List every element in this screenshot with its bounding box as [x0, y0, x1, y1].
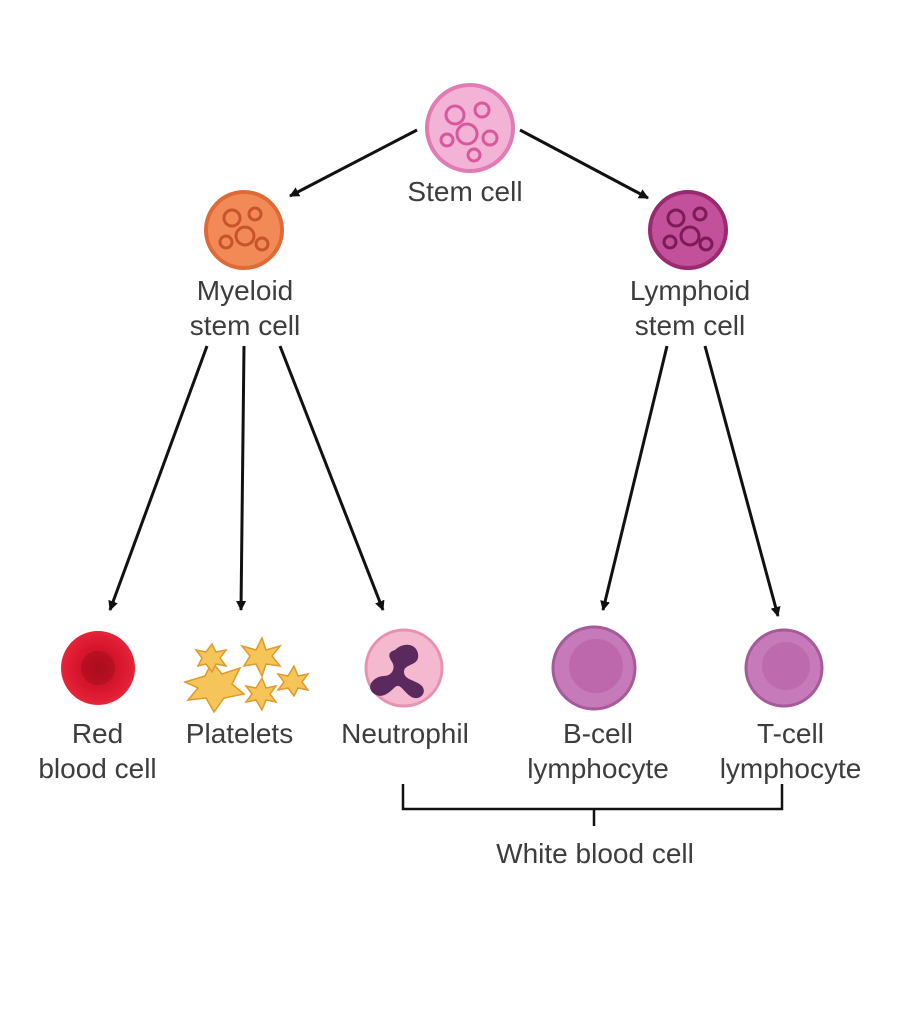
white-blood-cell-label: White blood cell: [496, 838, 694, 869]
lymphoid-stem-cell-icon: [648, 190, 728, 270]
arrow-stem-to-lymphoid: [519, 128, 649, 200]
white-blood-cell-bracket: [401, 784, 784, 826]
neutrophil-icon: [364, 628, 444, 708]
arrow-myeloid-to-neutrophil: [278, 345, 385, 611]
arrow-myeloid-to-rbc: [108, 345, 209, 611]
platelets-icon: [182, 636, 310, 714]
t-cell-lymphocyte-icon: [744, 628, 824, 708]
myeloid-stem-cell-label: Myeloid stem cell: [189, 275, 301, 341]
b-cell-lymphocyte-label: B-cell lymphocyte: [527, 718, 669, 784]
lymphoid-stem-cell-label: Lymphoid stem cell: [629, 275, 751, 341]
arrow-lymphoid-to-bcell: [600, 345, 669, 611]
arrow-lymphoid-to-tcell: [703, 345, 781, 617]
stem-cell-label: Stem cell: [407, 176, 523, 207]
neutrophil-label: Neutrophil: [341, 718, 469, 749]
b-cell-lymphocyte-icon: [551, 625, 637, 711]
red-blood-cell-label: Red blood cell: [38, 718, 157, 784]
platelets-label: Platelets: [185, 718, 294, 749]
arrow-myeloid-to-platelets: [236, 345, 247, 611]
myeloid-stem-cell-icon: [204, 190, 284, 270]
stem-cell-icon: [425, 83, 515, 173]
red-blood-cell-icon: [61, 631, 135, 705]
t-cell-lymphocyte-label: T-cell lymphocyte: [719, 718, 862, 784]
arrow-stem-to-myeloid: [289, 128, 418, 198]
